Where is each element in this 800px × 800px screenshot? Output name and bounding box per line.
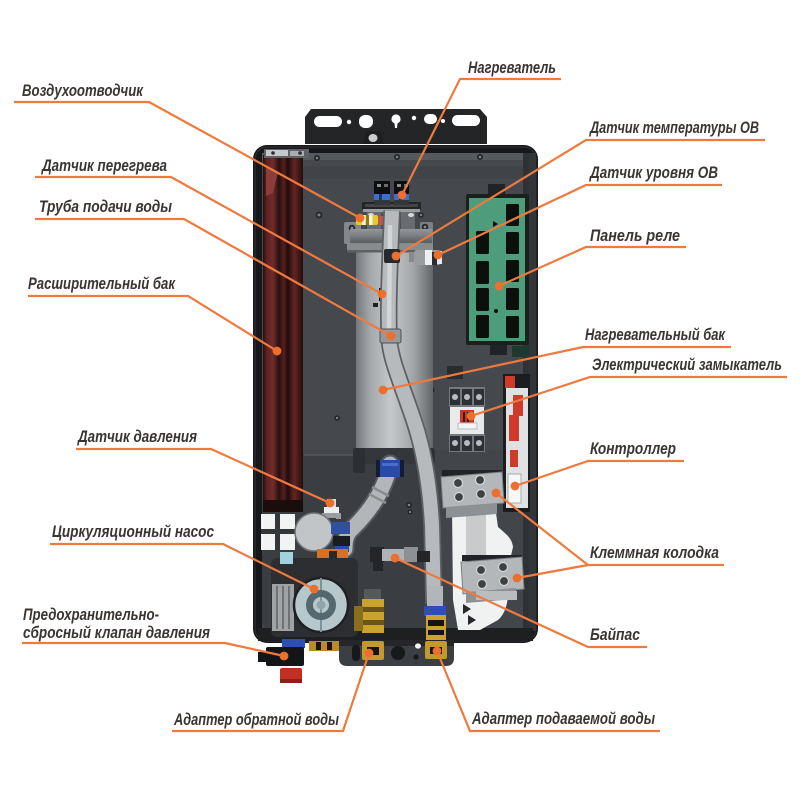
svg-text:Датчик давления: Датчик давления — [76, 427, 197, 446]
svg-text:Байпас: Байпас — [590, 625, 641, 644]
svg-text:Клеммная колодка: Клеммная колодка — [590, 543, 719, 562]
svg-text:сбросный клапан давления: сбросный клапан давления — [23, 623, 210, 642]
svg-text:Нагреватель: Нагреватель — [468, 58, 556, 77]
svg-text:Расширительный бак: Расширительный бак — [28, 274, 176, 293]
svg-text:Датчик уровня ОВ: Датчик уровня ОВ — [588, 163, 718, 182]
svg-text:Адаптер подаваемой воды: Адаптер подаваемой воды — [471, 709, 655, 728]
svg-text:Циркуляционный насос: Циркуляционный насос — [52, 522, 215, 541]
svg-text:Контроллер: Контроллер — [590, 439, 676, 458]
svg-text:Нагревательный бак: Нагревательный бак — [585, 325, 726, 344]
svg-text:Панель реле: Панель реле — [590, 226, 680, 245]
svg-text:Предохранительно-: Предохранительно- — [23, 605, 159, 624]
svg-text:Адаптер обратной воды: Адаптер обратной воды — [173, 710, 339, 729]
svg-text:Датчик температуры ОВ: Датчик температуры ОВ — [588, 118, 759, 137]
svg-text:Воздухоотводчик: Воздухоотводчик — [22, 81, 144, 100]
svg-text:Датчик перегрева: Датчик перегрева — [40, 156, 167, 175]
svg-text:Электрический замыкатель: Электрический замыкатель — [592, 355, 782, 374]
svg-text:Труба подачи воды: Труба подачи воды — [39, 197, 173, 216]
